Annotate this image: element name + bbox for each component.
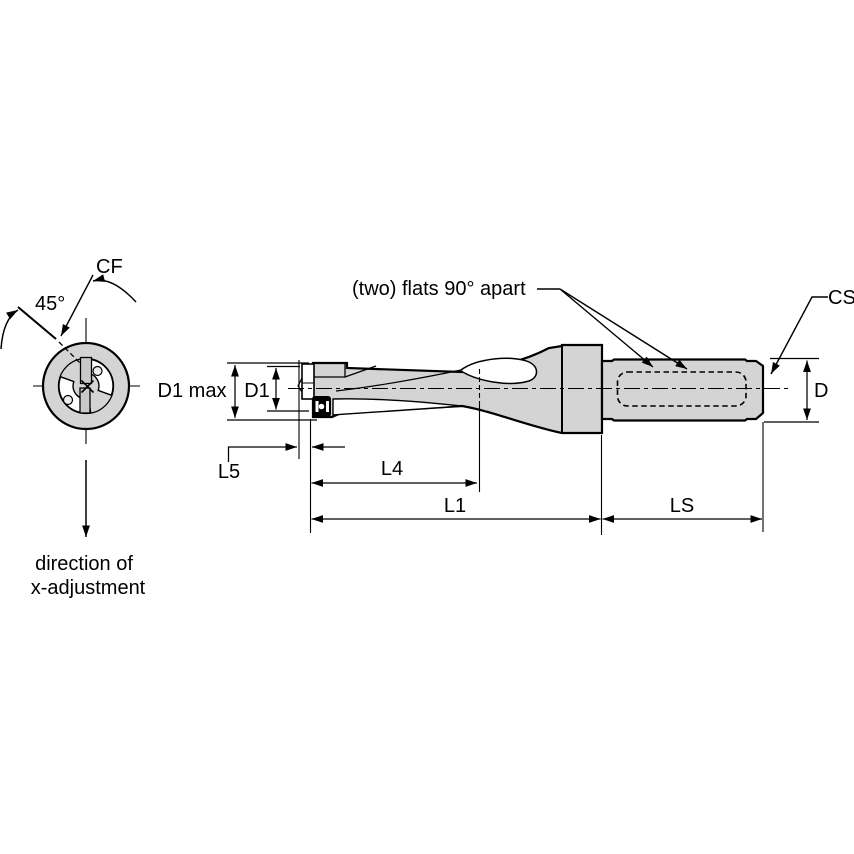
dimension-d: D xyxy=(764,357,828,423)
label-cs: CS xyxy=(828,287,854,309)
flute-groove-lower xyxy=(332,398,462,416)
front-view: CF 45° direction of x-adjustment xyxy=(0,256,146,599)
dimension-l5: L5 xyxy=(218,360,345,533)
rotation-arc-arrow xyxy=(0,309,19,350)
drill-shank xyxy=(600,358,765,422)
insert-screw xyxy=(318,403,325,410)
cf-sweep-arc-arrow xyxy=(92,274,137,303)
insert-detail xyxy=(315,401,319,412)
clamp-screw-right xyxy=(92,365,103,377)
label-ls: LS xyxy=(670,495,694,517)
side-view: (two) flats 90° apart CS D1 max D1 L5 xyxy=(158,278,854,535)
cf-leader-arrow xyxy=(60,274,94,337)
dimension-ls: LS xyxy=(602,422,764,532)
dimension-d1: D1 xyxy=(244,365,309,412)
insert-detail xyxy=(326,401,329,412)
label-cf: CF xyxy=(96,256,123,278)
label-l4: L4 xyxy=(381,458,403,480)
cs-leader-arrow xyxy=(770,296,828,375)
label-direction-line1: direction of xyxy=(35,553,133,575)
center-x-mark xyxy=(80,379,95,394)
dimension-l4: L4 xyxy=(311,369,481,492)
drill-point-insert-edge xyxy=(301,363,315,400)
dimension-d1-max: D1 max xyxy=(158,362,317,421)
label-d1-max: D1 max xyxy=(158,380,227,402)
label-l5: L5 xyxy=(218,461,240,483)
flats-leader-arrow-2 xyxy=(559,288,688,370)
label-direction-line2: x-adjustment xyxy=(31,577,146,599)
flute-helix-line xyxy=(335,369,462,392)
flats-leader-arrow-1 xyxy=(559,288,654,368)
label-l1: L1 xyxy=(444,495,466,517)
label-d: D xyxy=(814,380,828,402)
center-insert-top xyxy=(79,356,93,385)
label-flats-note: (two) flats 90° apart xyxy=(352,278,526,300)
insert-pocket-slant xyxy=(344,365,377,378)
angle-45-line xyxy=(17,306,57,340)
angle-45-dashed-line xyxy=(58,341,81,364)
label-angle-45: 45° xyxy=(35,293,65,315)
dimension-l1: L1 xyxy=(311,435,603,535)
clamp-screw-left xyxy=(62,394,74,406)
label-d1: D1 xyxy=(244,380,270,402)
